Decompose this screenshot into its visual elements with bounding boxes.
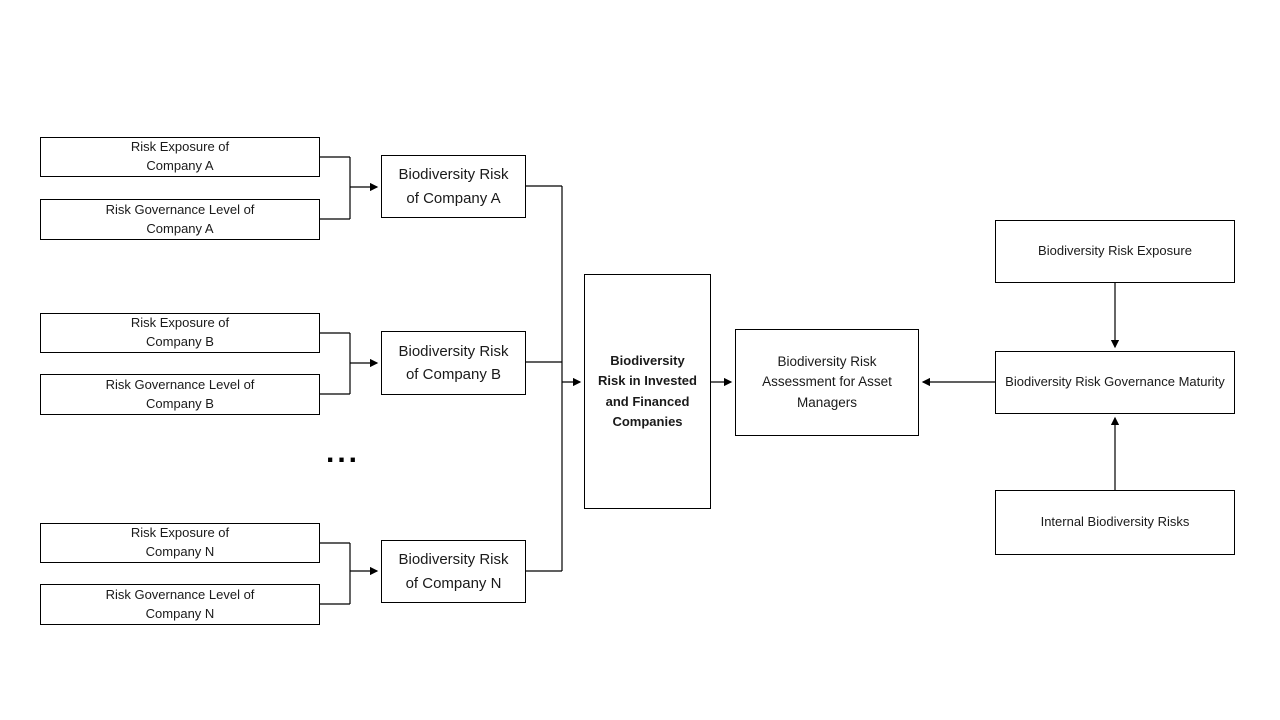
box-biodiversity-risk-company-n: Biodiversity Risk of Company N — [381, 540, 526, 603]
box-risk-exposure-company-n: Risk Exposure of Company N — [40, 523, 320, 563]
box-biodiversity-risk-exposure: Biodiversity Risk Exposure — [995, 220, 1235, 283]
box-biodiversity-risk-invested-companies: Biodiversity Risk in Invested and Financ… — [584, 274, 711, 509]
box-risk-governance-company-n: Risk Governance Level of Company N — [40, 584, 320, 625]
ellipsis-dots: ... — [326, 436, 361, 469]
box-biodiversity-risk-company-b: Biodiversity Risk of Company B — [381, 331, 526, 395]
box-biodiversity-risk-company-a: Biodiversity Risk of Company A — [381, 155, 526, 218]
box-risk-assessment-asset-managers: Biodiversity Risk Assessment for Asset M… — [735, 329, 919, 436]
box-risk-exposure-company-a: Risk Exposure of Company A — [40, 137, 320, 177]
box-internal-biodiversity-risks: Internal Biodiversity Risks — [995, 490, 1235, 555]
box-risk-governance-company-b: Risk Governance Level of Company B — [40, 374, 320, 415]
box-risk-exposure-company-b: Risk Exposure of Company B — [40, 313, 320, 353]
box-risk-governance-company-a: Risk Governance Level of Company A — [40, 199, 320, 240]
box-biodiversity-risk-governance-maturity: Biodiversity Risk Governance Maturity — [995, 351, 1235, 414]
